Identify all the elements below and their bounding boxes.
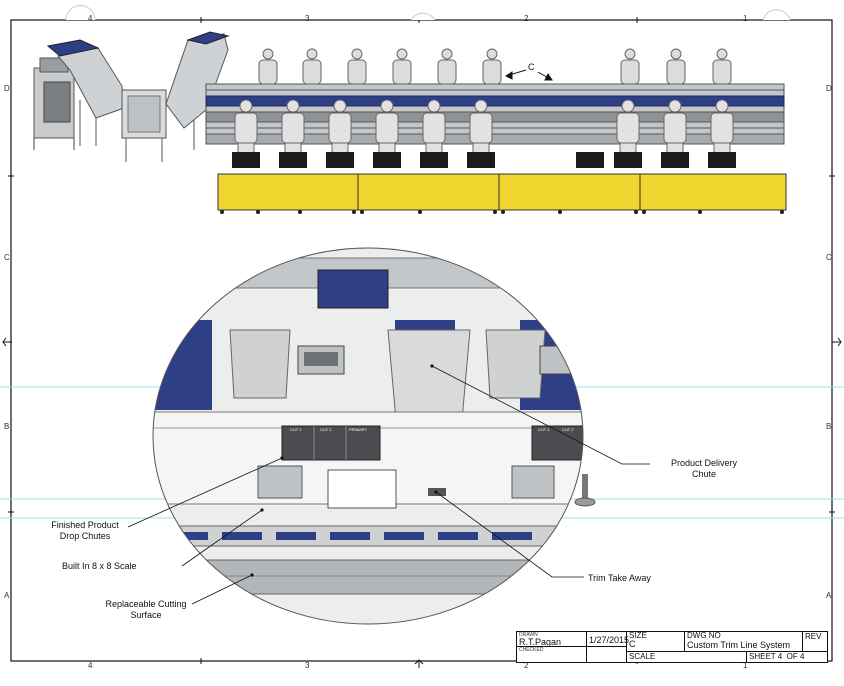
drawn-by: R.T.Pagan <box>519 637 562 647</box>
dwg-no-cell: DWG NO Custom Trim Line System <box>685 632 803 652</box>
infeed-station <box>33 57 75 150</box>
trim-line-overview <box>33 31 787 214</box>
zone-top-3: 3 <box>305 14 310 23</box>
zone-left-d: D <box>4 84 10 93</box>
zone-bottom-4: 4 <box>88 661 93 670</box>
zone-left-b: B <box>4 422 10 431</box>
date-cell: 1/27/2015 <box>587 632 629 647</box>
zone-right-b: B <box>826 422 832 431</box>
station-label-right-cut1: CUT 1 <box>538 427 550 432</box>
size-value: C <box>629 639 636 649</box>
station-label-primary: PRIMARY <box>349 427 368 432</box>
rev-cell: REV <box>803 632 827 652</box>
zone-bottom-1: 1 <box>743 661 748 670</box>
zone-top-1: 1 <box>743 14 748 23</box>
station-label-cut2: CUT 2 <box>320 427 332 432</box>
callout-trim-take-away: Trim Take Away <box>588 573 651 583</box>
main-trim-line <box>205 83 785 145</box>
callout-product-delivery-chute: Product Delivery Chute <box>670 458 738 479</box>
far-side-operators <box>258 48 732 85</box>
safety-mats <box>217 173 787 214</box>
zone-top-2: 2 <box>524 14 529 23</box>
checked-date-cell <box>587 647 627 662</box>
sheet-cell: SHEET 4 OF 4 <box>749 652 805 661</box>
drawn-label: DRAWN <box>519 632 538 638</box>
station-label-cut1: CUT 1 <box>290 427 302 432</box>
callout-replaceable-cutting-surface: Replaceable Cutting Surface <box>105 599 187 620</box>
zone-right-d: D <box>826 84 832 93</box>
scale-cell: SCALE <box>627 652 747 662</box>
zone-left-a: A <box>4 591 10 600</box>
zone-top-4: 4 <box>88 14 93 23</box>
callout-built-in-scale: Built In 8 x 8 Scale <box>62 561 137 571</box>
detail-marker-c: C <box>528 62 535 72</box>
title-block: DRAWN R.T.Pagan 1/27/2015 CHECKED SIZE C… <box>516 631 828 663</box>
size-label: SIZE <box>629 631 647 640</box>
zone-right-c: C <box>826 253 832 262</box>
incline-conveyor-right <box>165 31 230 150</box>
zone-left-c: C <box>4 253 10 262</box>
dwg-no-label: DWG NO <box>687 631 721 640</box>
checked-cell: CHECKED <box>517 647 587 662</box>
control-cabinet <box>121 89 167 162</box>
zone-bottom-3: 3 <box>305 661 310 670</box>
drawing-title: Custom Trim Line System <box>687 640 791 650</box>
drawn-cell: DRAWN R.T.Pagan <box>517 632 587 647</box>
zone-bottom-2: 2 <box>524 661 529 670</box>
station-label-right-cut2: CUT 2 <box>562 427 574 432</box>
callout-leaders <box>127 365 650 605</box>
zone-right-a: A <box>826 591 832 600</box>
detail-c-arrows <box>505 69 553 81</box>
near-side-operators <box>232 99 736 168</box>
checked-label: CHECKED <box>519 647 544 653</box>
size-cell: SIZE C <box>627 632 685 652</box>
callout-finished-product-drop-chutes: Finished Product Drop Chutes <box>51 520 119 541</box>
